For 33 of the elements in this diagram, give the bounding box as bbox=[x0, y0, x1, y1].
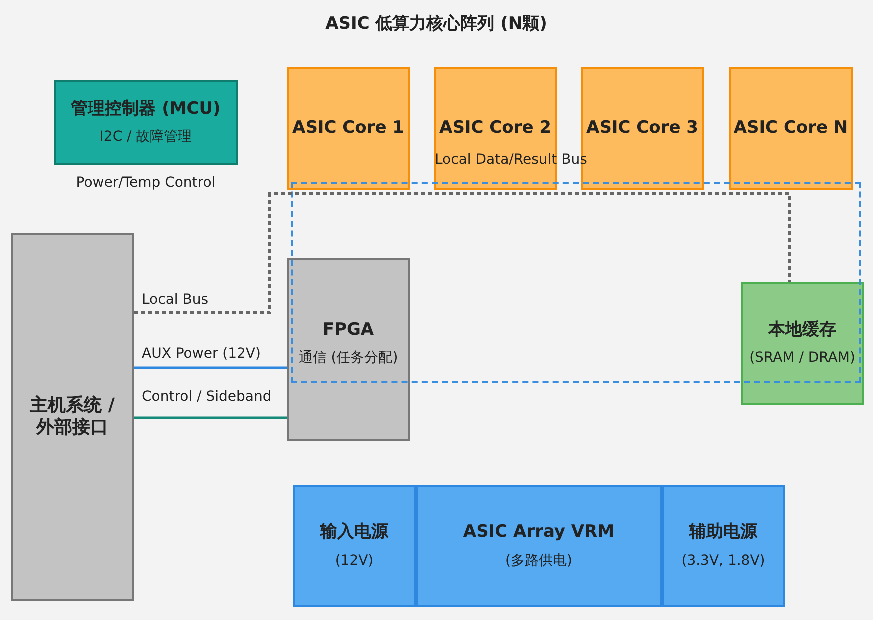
node-title: FPGA bbox=[322, 320, 374, 342]
node-title: 输入电源 bbox=[320, 522, 388, 544]
power-box bbox=[416, 485, 662, 607]
node-subtitle: (3.3V, 1.8V) bbox=[682, 552, 766, 570]
node-title: 本地缓存 bbox=[768, 320, 836, 342]
node-label: Power/Temp Control bbox=[75, 175, 217, 191]
node-subtitle: I2C / 故障管理 bbox=[100, 128, 192, 146]
connector-line bbox=[134, 416, 287, 420]
edge-label: Control / Sideband bbox=[141, 389, 273, 405]
node-title: ASIC Core N bbox=[734, 118, 848, 140]
connector-line bbox=[134, 192, 792, 314]
node-title: ASIC Core 1 bbox=[292, 118, 404, 140]
node-title: ASIC Array VRM bbox=[463, 522, 615, 544]
node-title: 辅助电源 bbox=[690, 522, 758, 544]
node-subtitle: (SRAM / DRAM) bbox=[750, 349, 856, 368]
node-subtitle: (多路供电) bbox=[506, 552, 572, 570]
node-title: ASIC Core 3 bbox=[586, 118, 698, 140]
node-subtitle: 通信 (任务分配) bbox=[298, 349, 398, 368]
power-box bbox=[662, 485, 785, 607]
fpga-box bbox=[287, 258, 410, 441]
node-subtitle: (12V) bbox=[335, 552, 374, 570]
node-title: 管理控制器 (MCU) bbox=[71, 98, 221, 120]
diagram-title: ASIC 低算力核心阵列 (N颗) bbox=[324, 13, 548, 35]
node-title: ASIC Core 2 bbox=[440, 118, 552, 140]
edge-label: AUX Power (12V) bbox=[141, 346, 262, 362]
node-title: 主机系统 / 外部接口 bbox=[29, 394, 116, 440]
core-box bbox=[434, 67, 557, 190]
host-box bbox=[11, 233, 134, 601]
power-box bbox=[293, 485, 416, 607]
connector-line bbox=[134, 366, 287, 370]
memory-box bbox=[741, 282, 864, 405]
core-box bbox=[287, 67, 410, 190]
core-box bbox=[729, 67, 853, 190]
